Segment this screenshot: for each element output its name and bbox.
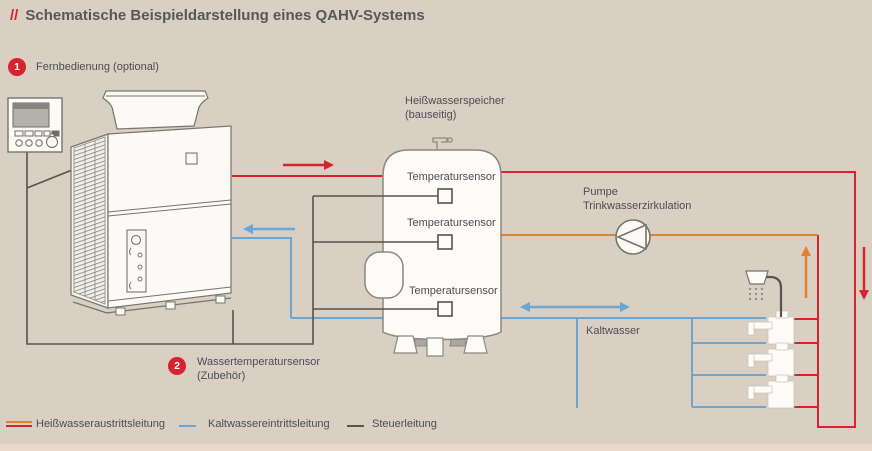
temperature-sensor-markers [437, 188, 453, 317]
sensor-1-label: Temperatursensor [407, 171, 496, 183]
legend-label-cold: Kaltwassereintrittsleitung [208, 418, 330, 430]
legend-label-control: Steuerleitung [372, 418, 437, 430]
flow-arrows [243, 160, 869, 312]
flow-arrow-circulation-up [801, 246, 811, 298]
tank-title: Heißwasserspeicher [405, 95, 505, 107]
panel-divider [107, 199, 232, 213]
tank-fitting-valve [447, 137, 453, 143]
control-line-remote-bus [26, 152, 314, 345]
cold-water-pipes [232, 237, 766, 408]
fan-duct [102, 90, 209, 130]
control-line-remote-to-hp [26, 167, 78, 189]
legend-swatch-hot [6, 421, 32, 427]
pump-label-line1: Pumpe [583, 186, 618, 198]
tank-foot [463, 335, 488, 354]
page-title: // Schematische Beispieldarstellung eines… [10, 7, 425, 24]
flow-arrow-cold-both [520, 302, 630, 312]
temperature-sensor-marker-1 [437, 188, 453, 204]
pump-label-line2: Trinkwasserzirkulation [583, 200, 692, 212]
title-slashes: // [10, 7, 19, 24]
temperature-sensor-marker-2 [437, 234, 453, 250]
callout-2-label-line1: Wassertemperatursensor [197, 356, 321, 368]
louver-grille [73, 136, 106, 305]
legend-swatch-cold [179, 425, 196, 427]
temperature-sensor-marker-3 [437, 301, 453, 317]
hp-foot [215, 295, 226, 304]
tank-foot [426, 337, 444, 357]
title-text: Schematische Beispieldarstellung eines Q… [25, 7, 425, 24]
callout-1-label: Fernbedienung (optional) [36, 61, 159, 73]
tank-foot [393, 335, 418, 354]
flow-arrow-hot-right [283, 160, 334, 170]
control-lines [26, 152, 314, 345]
sensor-3-label: Temperatursensor [409, 285, 498, 297]
heat-pump-front-panel [107, 125, 232, 309]
faucet-icon-3 [747, 374, 795, 409]
faucet-icon-1 [747, 310, 795, 345]
bottom-strip [0, 444, 872, 451]
hp-control-panel [126, 229, 147, 293]
hp-foot [165, 301, 176, 310]
tank-fitting [432, 137, 448, 150]
circulation-pump-icon [615, 219, 651, 255]
cold-water-label: Kaltwasser [586, 325, 640, 337]
hp-foot [115, 307, 126, 316]
panel-badge-square [185, 152, 198, 165]
cold-water-pipe-hp-inlet [232, 237, 292, 318]
faucets [747, 310, 795, 409]
legend-label-hot: Heißwasseraustrittsleitung [36, 418, 165, 430]
callout-2-badge: 2 [168, 357, 186, 375]
tank-subtitle: (bauseitig) [405, 109, 457, 121]
faucet-icon-2 [747, 342, 795, 377]
flow-arrow-hot-down [859, 247, 869, 300]
heat-pump-unit [70, 90, 232, 316]
legend-swatch-control [347, 425, 364, 427]
callout-1-badge: 1 [8, 58, 26, 76]
hot-water-pipes [232, 171, 856, 428]
remote-buttons [14, 130, 60, 148]
callout-2-label-line2: (Zubehör) [197, 370, 246, 382]
shower-spray-dots [748, 287, 764, 301]
tank-manhole [364, 251, 404, 299]
shower-icon [745, 270, 783, 317]
hot-water-pipe-distribution [501, 171, 856, 428]
sensor-2-label: Temperatursensor [407, 217, 496, 229]
flow-arrow-cold-left [243, 224, 295, 234]
remote-control [7, 97, 63, 153]
sensor-control-lines [313, 195, 438, 310]
